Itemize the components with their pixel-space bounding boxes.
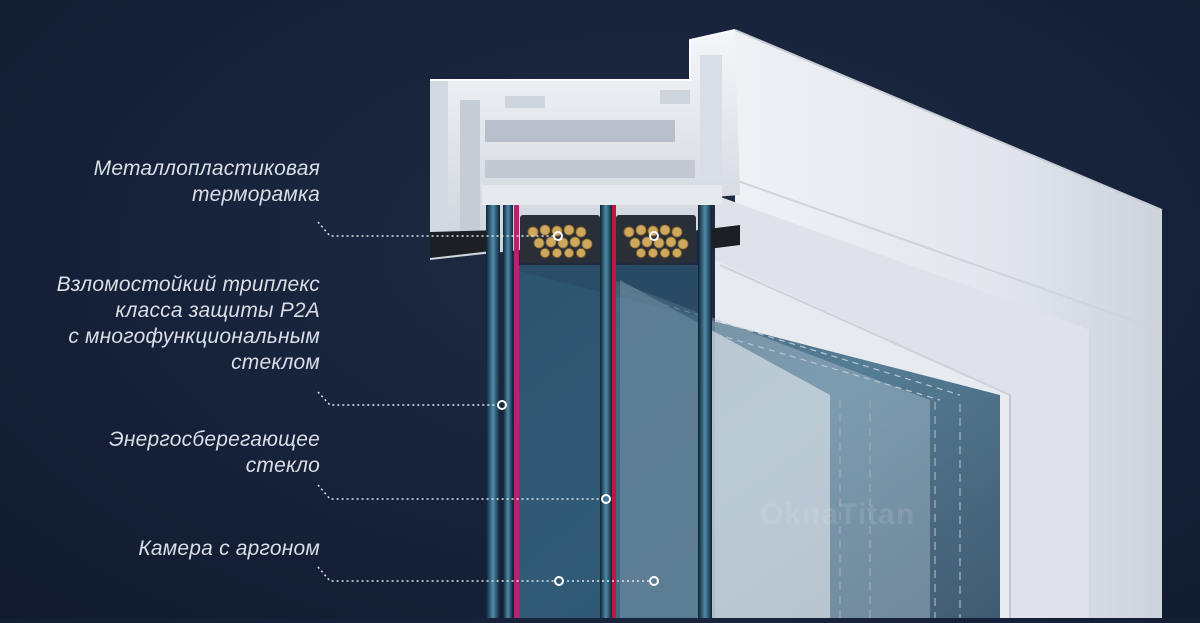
argon-marker-2 bbox=[649, 576, 659, 586]
leader-line-energy bbox=[317, 484, 611, 504]
label-line: с многофункциональным bbox=[68, 325, 320, 348]
label-thermal-frame: Металлопластиковая терморамка bbox=[94, 156, 320, 208]
spacer-frames bbox=[520, 215, 696, 263]
leader-line-frame bbox=[317, 221, 659, 241]
argon-marker-1 bbox=[554, 576, 564, 586]
energy-marker bbox=[601, 494, 611, 504]
desiccant-granules-left bbox=[527, 224, 593, 258]
glass-panes bbox=[486, 205, 712, 618]
label-line: стекло bbox=[245, 454, 320, 477]
pvc-profile-cross-section bbox=[430, 29, 740, 260]
leader-line-triplex bbox=[317, 391, 507, 410]
label-line: Камера с аргоном bbox=[138, 537, 320, 560]
label-triplex-glass: Взломостойкий триплекс класса защиты P2A… bbox=[57, 272, 320, 376]
label-line: Металлопластиковая bbox=[93, 157, 320, 180]
triplex-marker bbox=[497, 400, 507, 410]
frame-marker-2 bbox=[649, 231, 659, 241]
label-line: стеклом bbox=[231, 351, 320, 374]
label-line: класса защиты P2A bbox=[115, 299, 320, 322]
label-energy-saving-glass: Энергосберегающее стекло bbox=[109, 427, 320, 479]
label-line: Взломостойкий триплекс bbox=[56, 273, 320, 296]
watermark-logo: OknaTitan bbox=[760, 498, 916, 531]
label-line: Энергосберегающее bbox=[109, 428, 320, 451]
label-argon-chamber: Камера с аргоном bbox=[138, 536, 320, 562]
frame-marker bbox=[553, 231, 563, 241]
leader-line-argon bbox=[317, 566, 659, 586]
label-line: терморамка bbox=[191, 183, 320, 206]
